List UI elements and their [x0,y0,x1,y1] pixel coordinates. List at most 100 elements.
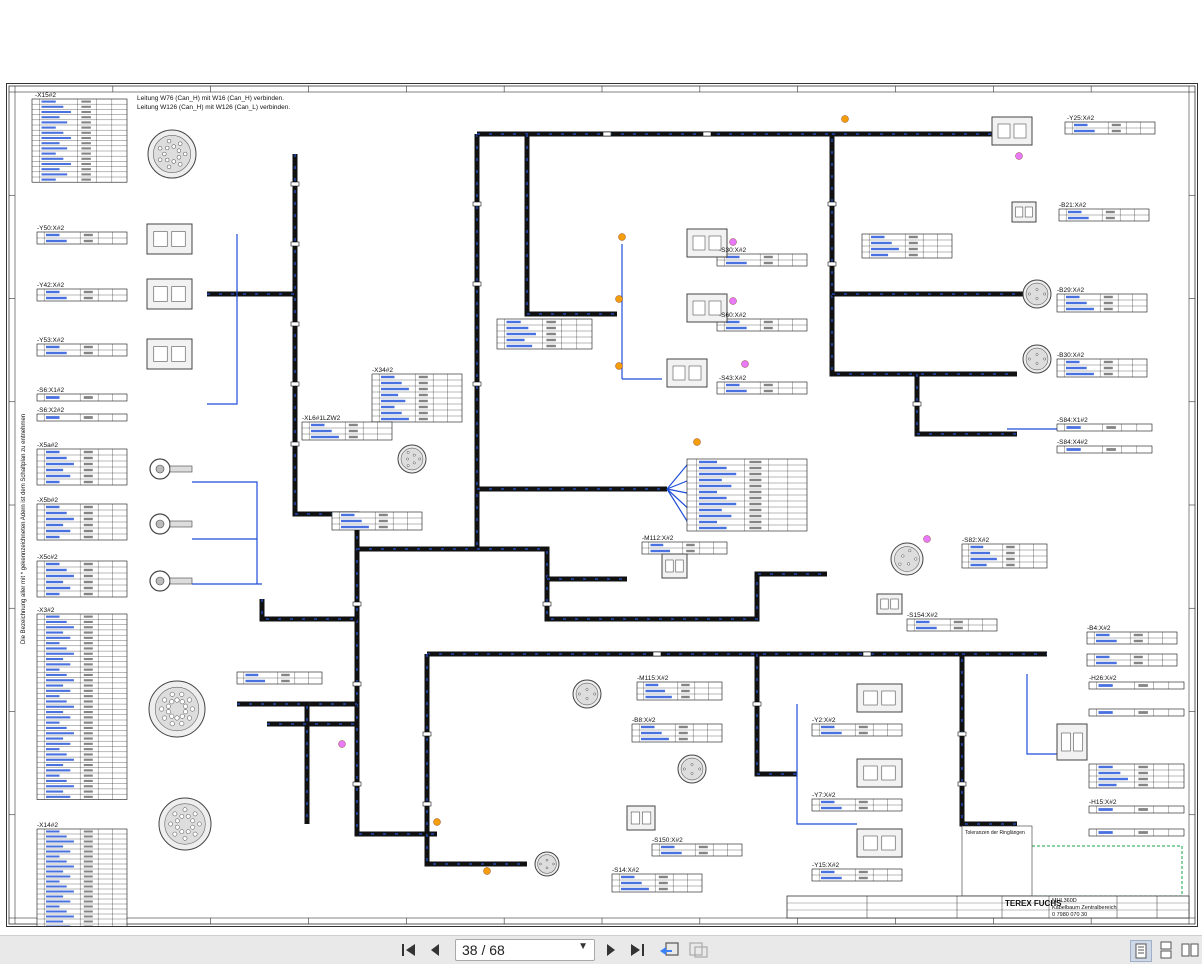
table-cell-mark [46,710,64,714]
pin [682,767,686,771]
table-cell-mark [650,549,671,553]
table-cell-mark [83,890,93,893]
single-page-view-icon[interactable] [1130,940,1152,962]
table-cell-mark [1098,831,1113,834]
table-cell-mark [46,450,60,454]
table-cell-mark [871,241,892,245]
xl6-1-table [301,421,393,441]
table-cell-mark [83,705,93,708]
table-cell-mark [418,387,428,391]
table-cell-mark [46,695,60,698]
table-cell-mark [281,679,290,683]
pin [183,703,189,709]
table-cell-mark [83,631,93,634]
pin [179,829,185,835]
table-cell-mark [81,142,91,145]
go-forward-icon[interactable] [688,939,710,961]
pin [412,453,416,457]
table-cell-mark [83,689,93,692]
table-cell-mark [83,875,93,878]
table-cell-mark [763,326,773,330]
table-cell-mark [41,147,68,150]
table-cell-mark [506,338,525,342]
document-viewer: -X15#2-Y50:X#2-Y42:X#2-Y53:X#2-S6:X1#2-S… [6,83,1198,927]
table-cell-mark [763,383,773,387]
y15-connector-icon-pin [863,835,878,851]
connector-label-s30: -S30:X#2 [719,247,746,254]
s30-connector-icon-pin [708,235,722,251]
table-cell-mark [763,261,773,265]
table-cell-mark [698,851,708,855]
cable-marker [352,781,362,787]
table-cell-mark [46,574,74,578]
table-cell-mark [858,800,868,804]
pin [183,151,188,157]
pin [171,159,176,164]
table-cell-mark [1103,372,1113,376]
h26-b-table [1088,708,1185,717]
pin [171,144,176,149]
table-cell-mark [506,320,521,324]
cable-marker [862,651,872,657]
first-page-icon[interactable] [398,939,420,961]
pin [418,457,422,461]
y42-connector-icon-pin [171,286,186,302]
brand-logo: TEREX FUCHS [1005,899,1062,908]
page-number-select[interactable]: 38 / 68 ▼ [455,939,595,961]
table-cell-mark [1133,655,1143,659]
table-cell-mark [83,468,93,472]
reference-marker-icon [615,362,623,370]
table-cell-mark [83,480,93,484]
table-cell-mark [46,456,67,460]
table-cell-mark [83,737,93,740]
table-cell-mark [1006,557,1015,561]
table-cell-mark [46,705,74,708]
table-cell-mark [46,742,71,745]
table-cell-mark [46,716,71,719]
table-cell-mark [418,375,428,379]
table-cell-mark [46,580,64,584]
table-cell-mark [46,568,67,572]
y2-connector-icon-pin [863,690,878,706]
two-page-view-icon[interactable] [1180,940,1200,960]
next-page-icon[interactable] [600,939,622,961]
b30-connector-icon-face [1025,347,1049,371]
table-cell-mark [46,647,67,650]
table-cell-mark [1138,765,1148,769]
prev-page-icon[interactable] [424,939,446,961]
table-cell-mark [46,890,74,893]
pin [174,697,180,703]
last-page-icon[interactable] [626,939,648,961]
table-cell-mark [1074,123,1088,127]
table-cell-mark [970,563,987,567]
table-cell-mark [699,514,732,518]
table-cell-mark [970,551,991,555]
table-cell-mark [858,806,868,810]
table-cell-mark [83,290,93,294]
pin [914,557,918,561]
table-cell-mark [81,126,91,129]
table-cell-mark [81,178,91,181]
m112-connector-icon-pin [675,559,684,573]
table-cell-mark [381,375,395,379]
table-cell-mark [46,915,74,918]
table-cell-mark [81,162,91,166]
table-cell-mark [1066,426,1081,429]
table-cell-mark [83,870,93,873]
pin [192,811,198,817]
reference-marker-icon [338,740,346,748]
ring-terminal-hole [155,576,165,586]
tolerance-box [961,825,1033,897]
table-cell-mark [83,668,93,671]
table-cell-mark [81,131,91,134]
continuous-view-icon[interactable] [1156,940,1176,960]
pin [539,862,542,866]
go-back-icon[interactable] [658,939,680,961]
table-cell-mark [46,626,74,629]
connector-label-s60: -S60:X#2 [719,312,746,319]
table-cell-mark [699,466,727,470]
pin [182,835,188,841]
pin [908,549,912,553]
table-cell-mark [1096,633,1110,637]
table-cell-mark [348,435,358,439]
